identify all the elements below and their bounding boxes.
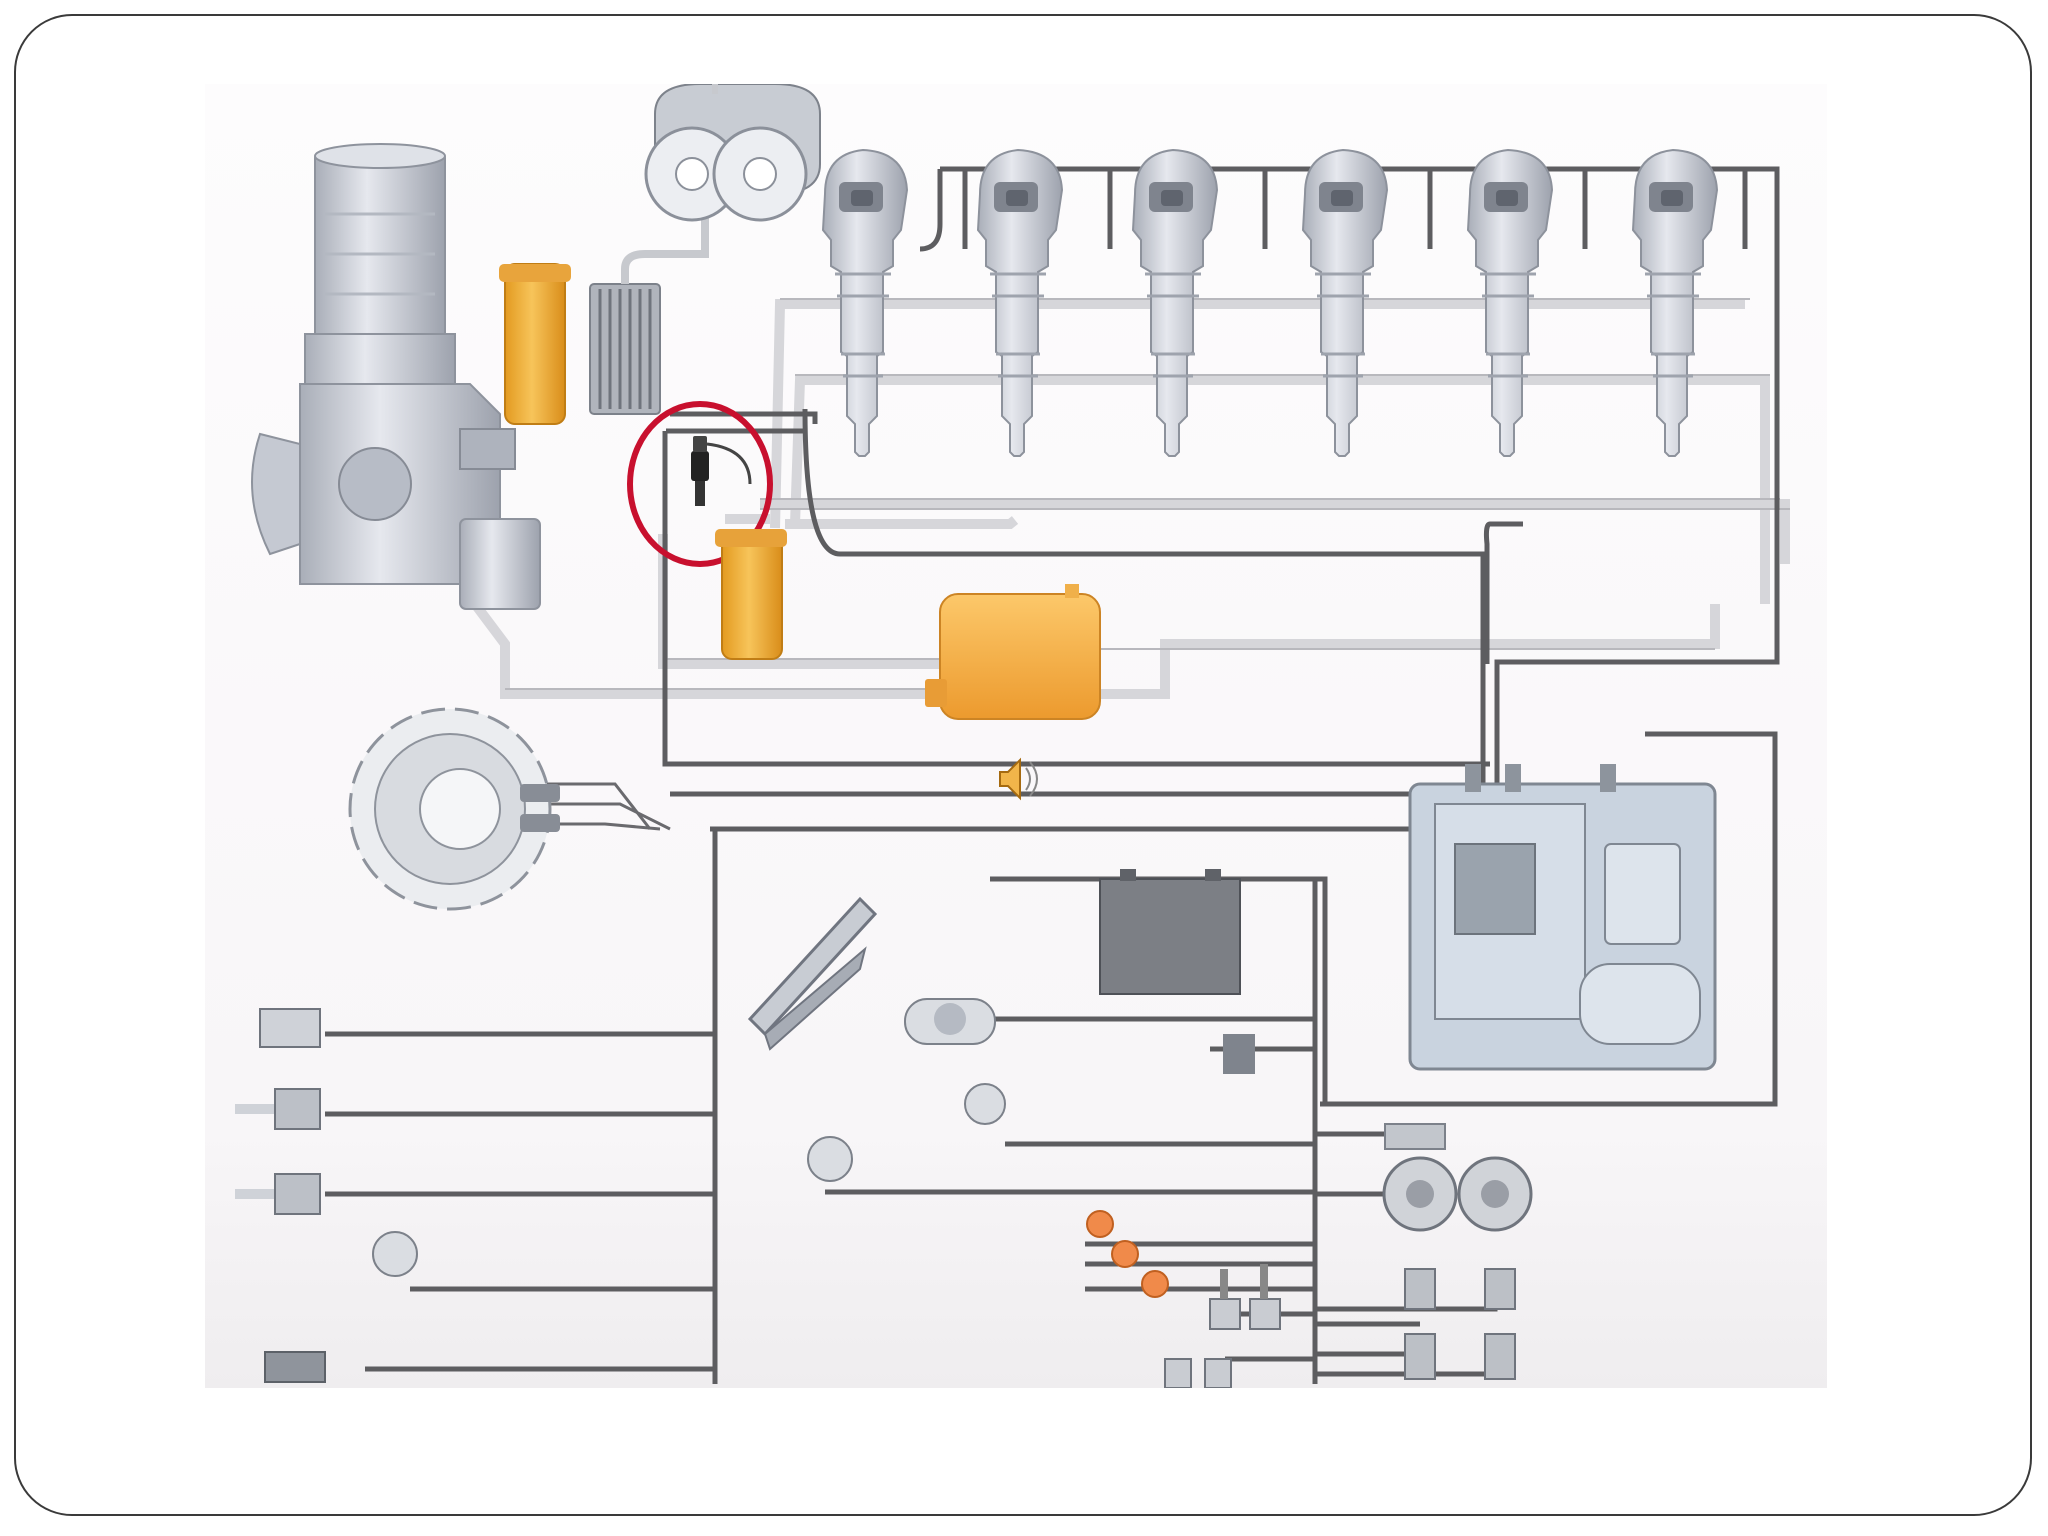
accelerator-pedal	[747, 896, 878, 1051]
crank-gear	[348, 707, 560, 911]
speaker-icon[interactable]	[999, 757, 1038, 801]
gauges	[1382, 1156, 1533, 1380]
pressure-sensor	[691, 436, 752, 506]
secondary-fuel-filter	[715, 529, 787, 660]
left-sensor-2	[235, 1088, 321, 1130]
diagram-canvas	[235, 84, 1790, 1388]
left-sensor-5	[264, 1351, 326, 1383]
fuel-pump	[251, 143, 541, 610]
left-sensor-1	[259, 1008, 321, 1048]
sensor-wire-bundle	[545, 782, 671, 831]
circle-highlight	[627, 401, 773, 567]
gear-pump	[644, 84, 821, 222]
fuel-tank	[925, 584, 1101, 720]
sensors	[235, 998, 1446, 1383]
fuel-system-diagram	[205, 84, 1827, 1388]
ecm	[1408, 764, 1717, 1071]
indicator-lamps	[1086, 1210, 1169, 1298]
left-sensor-4	[372, 1231, 418, 1277]
fuel-filter	[499, 263, 571, 425]
oil-cooler	[589, 174, 709, 415]
battery	[1099, 869, 1241, 995]
left-sensor-3	[235, 1173, 321, 1215]
switches	[1164, 1264, 1281, 1388]
